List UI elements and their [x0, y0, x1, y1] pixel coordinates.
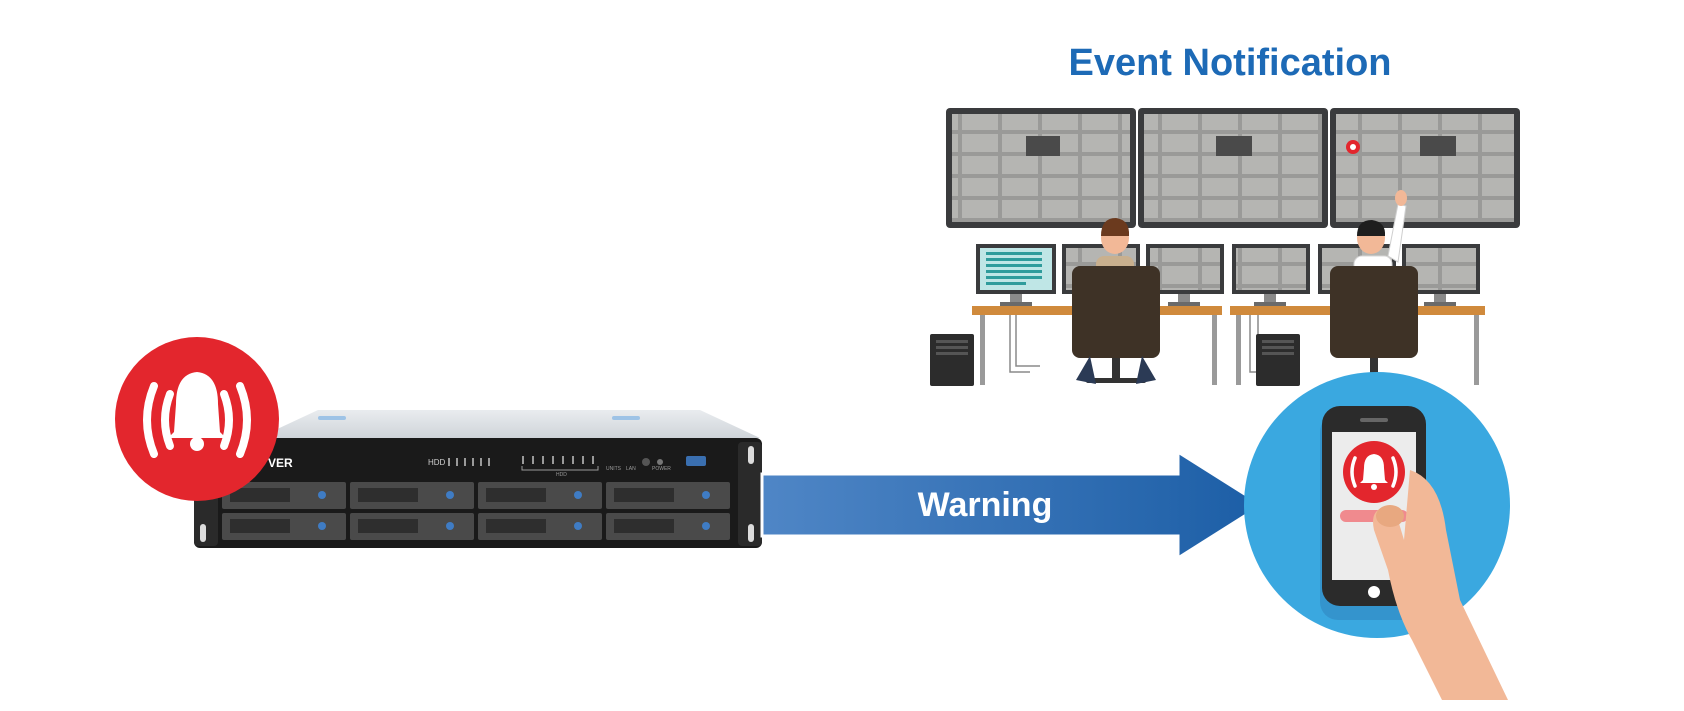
drive-bay [478, 482, 602, 509]
operator [1072, 218, 1160, 384]
vga-port [686, 456, 706, 466]
desk-monitor [1146, 244, 1224, 306]
led-label-lan: LAN [626, 466, 636, 472]
desk-monitor [1232, 244, 1310, 306]
server-brand: VER [268, 456, 293, 470]
drive-bay [350, 513, 474, 540]
mobile-notification [1244, 372, 1510, 700]
drive-bay [222, 482, 346, 509]
hdd-leds [448, 456, 594, 466]
wall-monitor [1138, 108, 1328, 228]
led-label-units: UNITS [606, 466, 622, 472]
alarm-bell-icon [115, 337, 279, 501]
drive-bay [478, 513, 602, 540]
alert-icon [1346, 140, 1360, 154]
wall-monitor [1330, 108, 1520, 228]
drive-bay [222, 513, 346, 540]
drive-bays [222, 482, 730, 540]
hdd-label: HDD [428, 458, 446, 467]
alarm-bell-icon [1343, 441, 1405, 503]
hdd-group-label: HDD [556, 472, 567, 478]
video-wall [946, 108, 1520, 228]
drive-bay [350, 482, 474, 509]
page-title: Event Notification [1068, 42, 1392, 84]
control-room [930, 108, 1520, 386]
drive-bay [606, 482, 730, 509]
led-label-power: POWER [652, 466, 671, 472]
wall-monitor [946, 108, 1136, 228]
warning-arrow: Warning [760, 449, 1265, 561]
nvr-server: VER HDD HDD UNITS LAN POWER [194, 410, 762, 548]
operator [1330, 190, 1418, 383]
drive-bay [606, 513, 730, 540]
desk-monitor [976, 244, 1056, 306]
pc-tower [1256, 334, 1300, 386]
arrow-label: Warning [918, 486, 1053, 524]
pc-tower [930, 334, 974, 386]
